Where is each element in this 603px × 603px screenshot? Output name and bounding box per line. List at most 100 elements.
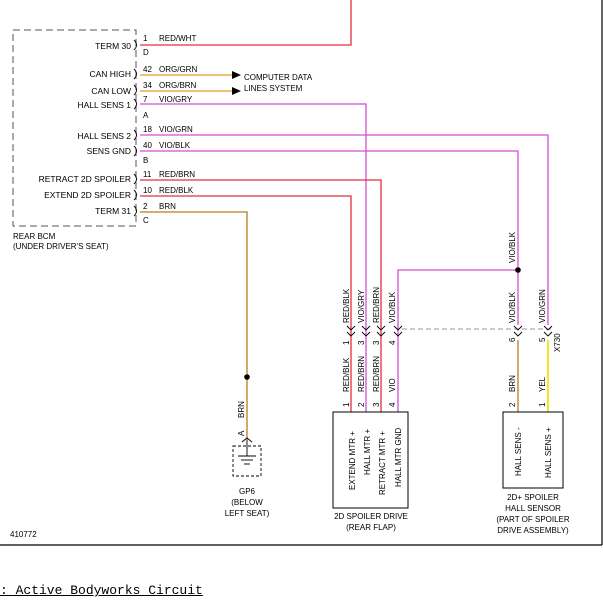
- bcm-pin-7: 7: [143, 95, 148, 104]
- sensor-lower-wire-2: YEL: [538, 376, 547, 392]
- hall-sensor-line3: (PART OF SPOILER: [496, 515, 570, 524]
- figure-id: 410772: [10, 530, 37, 539]
- sensor-lower-wire-1: BRN: [508, 375, 517, 392]
- rear-bcm-location: (UNDER DRIVER'S SEAT): [13, 242, 109, 251]
- drive-lower-pin-1: 1: [342, 402, 351, 407]
- wire-label-vio-gry: VIO/GRY: [159, 95, 193, 104]
- drive-upper-wire-4: VIO/BLK: [388, 291, 397, 323]
- drive-lower-pin-3: 3: [372, 402, 381, 407]
- bcm-connector-a: A: [143, 111, 149, 120]
- bcm-pin-34: 34: [143, 81, 152, 90]
- drive-lower-wire-3: RED/BRN: [372, 356, 381, 392]
- rear-bcm-name: REAR BCM: [13, 232, 56, 241]
- bcm-pin-18: 18: [143, 125, 152, 134]
- bcm-label-sens-gnd: SENS GND: [87, 146, 131, 156]
- bcm-label-can-high: CAN HIGH: [89, 69, 131, 79]
- splice-dot-brn: [244, 374, 250, 380]
- wire-label-red-wht: RED/WHT: [159, 34, 196, 43]
- wire-retract: [140, 179, 382, 412]
- drive-upper-pin-3: 3: [372, 340, 381, 345]
- hall-sensor-line2: HALL SENSOR: [505, 504, 561, 513]
- wire-term30: [140, 0, 352, 46]
- drive-lower-wire-2: RED/BRN: [357, 356, 366, 392]
- drive-upper-pin-4: 4: [388, 340, 397, 345]
- drive-function-hall-gnd: HALL MTR GND: [394, 428, 403, 487]
- drive-upper-pin-2: 3: [357, 340, 366, 345]
- can-system-line1: COMPUTER DATA: [244, 73, 313, 82]
- rear-bcm-box: [12, 29, 137, 227]
- wire-splice-vio-blk: [397, 269, 518, 412]
- arrow-can-high: [232, 71, 241, 79]
- splice-dot-vio-blk: [515, 267, 521, 273]
- can-system-line2: LINES SYSTEM: [244, 84, 303, 93]
- bcm-label-term30: TERM 30: [95, 41, 131, 51]
- bcm-connector-d: D: [143, 48, 149, 57]
- wire-label-brn: BRN: [159, 202, 176, 211]
- bcm-label-retract: RETRACT 2D SPOILER: [39, 174, 131, 184]
- sensor-lower-pin-1: 2: [508, 402, 517, 407]
- wire-label-vio-grn: VIO/GRN: [159, 125, 193, 134]
- wire-label-red-blk: RED/BLK: [159, 186, 194, 195]
- drive-function-retract: RETRACT MTR +: [378, 431, 387, 495]
- wire-label-org-grn: ORG/GRN: [159, 65, 197, 74]
- bcm-label-extend: EXTEND 2D SPOILER: [44, 190, 131, 200]
- sensor-lower-pin-2: 1: [538, 402, 547, 407]
- ground-location-line1: (BELOW: [231, 498, 263, 507]
- spoiler-drive-box: [332, 411, 409, 509]
- connector-symbols-drive: [346, 325, 403, 337]
- drive-upper-wire-2: VIO/GRY: [357, 289, 366, 323]
- hall-sensor-line4: DRIVE ASSEMBLY): [497, 526, 569, 535]
- connector-symbols-sensor: [513, 325, 553, 337]
- sensor-function-plus: HALL SENS +: [544, 427, 553, 478]
- bcm-label-can-low: CAN LOW: [91, 86, 131, 96]
- drive-lower-wire-1: RED/BLK: [342, 357, 351, 392]
- wire-label-red-brn: RED/BRN: [159, 170, 195, 179]
- wire-label-vio-blk: VIO/BLK: [159, 141, 191, 150]
- drive-lower-pin-4: 4: [388, 402, 397, 407]
- drive-lower-wire-4: VIO: [388, 378, 397, 392]
- sensor-upper-pin-1: 6: [508, 337, 517, 342]
- connector-x730-label: X730: [553, 333, 562, 352]
- sensor-function-minus: HALL SENS -: [514, 427, 523, 476]
- sensor-upper-pin-2: 5: [538, 337, 547, 342]
- sensor-splice-wire: VIO/BLK: [508, 231, 517, 263]
- ground-connector-symbol: [232, 437, 262, 477]
- bcm-pin-40: 40: [143, 141, 152, 150]
- wire-label-org-brn: ORG/BRN: [159, 81, 197, 90]
- wire-extend: [140, 195, 352, 412]
- ground-pin-label: A: [237, 430, 246, 436]
- ground-name: GP6: [239, 487, 256, 496]
- figure-caption: : Active Bodyworks Circuit: [0, 583, 203, 598]
- bcm-pin-1: 1: [143, 34, 148, 43]
- bcm-pin-11: 11: [143, 170, 152, 179]
- drive-upper-wire-3: RED/BRN: [372, 287, 381, 323]
- bcm-label-hall-sens1: HALL SENS 1: [77, 100, 131, 110]
- ground-location-line2: LEFT SEAT): [225, 509, 270, 518]
- wire-hall-sens2: [140, 134, 549, 325]
- sensor-upper-wire-2: VIO/GRN: [538, 289, 547, 323]
- drive-upper-pin-1: 1: [342, 340, 351, 345]
- drive-function-extend: EXTEND MTR +: [348, 431, 357, 490]
- wire-sens-gnd: [140, 150, 519, 325]
- bcm-pin-2: 2: [143, 202, 148, 211]
- sensor-upper-wire-1: VIO/BLK: [508, 291, 517, 323]
- arrow-can-low: [232, 87, 241, 95]
- wire-hall-sens1: [140, 103, 367, 412]
- hall-sensor-name: 2D+ SPOILER: [507, 493, 559, 502]
- drive-function-hall: HALL MTR +: [363, 429, 372, 475]
- bcm-pin-10: 10: [143, 186, 152, 195]
- drive-upper-wire-1: RED/BLK: [342, 288, 351, 323]
- ground-wire-label: BRN: [237, 401, 246, 418]
- bcm-label-term31: TERM 31: [95, 206, 131, 216]
- wire-term31: [140, 211, 248, 440]
- bcm-connector-b: B: [143, 156, 148, 165]
- bcm-label-hall-sens2: HALL SENS 2: [77, 131, 131, 141]
- bcm-pin-42: 42: [143, 65, 152, 74]
- spoiler-drive-sub: (REAR FLAP): [346, 523, 396, 532]
- spoiler-drive-name: 2D SPOILER DRIVE: [334, 512, 408, 521]
- bcm-connector-c: C: [143, 216, 149, 225]
- hall-sensor-box: [502, 411, 564, 489]
- drive-lower-pin-2: 2: [357, 402, 366, 407]
- bcm-connector-brackets: [133, 39, 137, 217]
